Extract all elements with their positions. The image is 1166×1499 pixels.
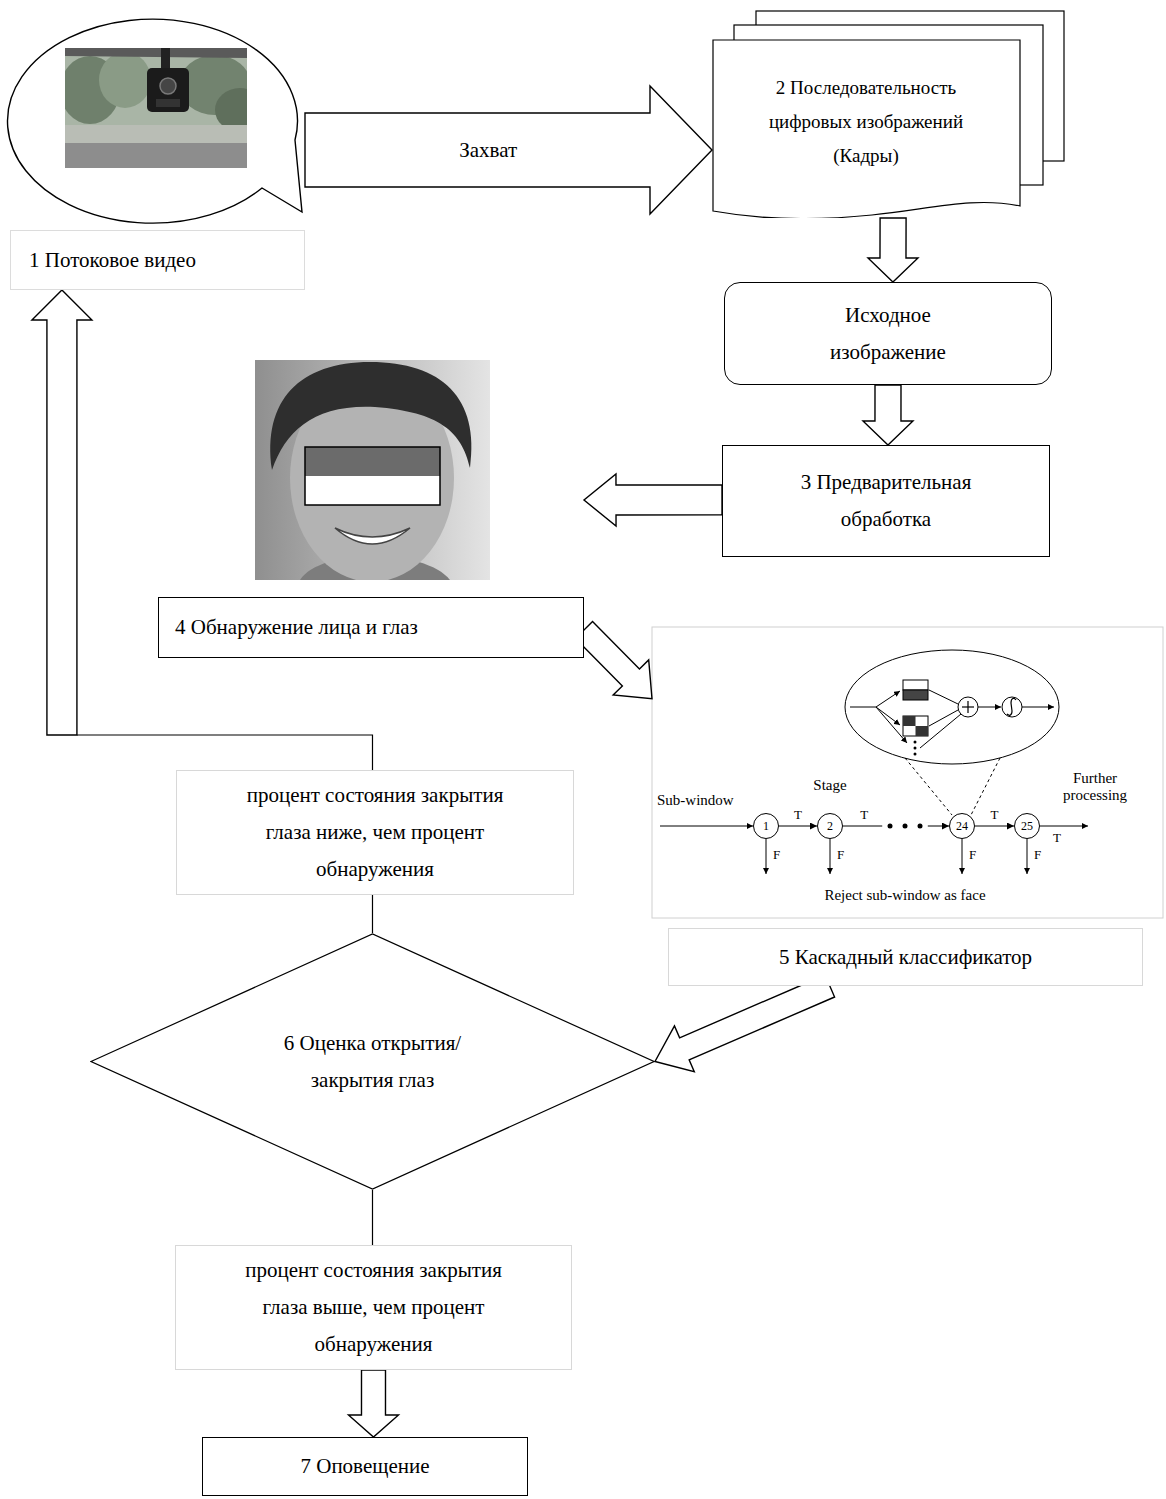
speech-bubble [8, 19, 302, 223]
stage-arrow [843, 826, 949, 827]
capture-arrow [305, 86, 712, 214]
connector-line [975, 826, 1014, 827]
output-label: Further processing [1048, 770, 1142, 805]
decision-diamond: 6 Оценка открытия/закрытия глаз [90, 933, 655, 1190]
process-box: 3 Предварительная обработка [722, 445, 1050, 557]
stage-label: Stage [803, 777, 857, 794]
source-image-box: Исходное изображение [724, 282, 1052, 385]
node-text: 4 Обнаружение лица и глаз [175, 609, 418, 646]
stage-arrow [975, 826, 1014, 827]
node-text: 6 Оценка открытия/закрытия глаз [273, 1025, 473, 1099]
block-arrow [348, 1370, 398, 1437]
edge-label: T [857, 808, 871, 821]
input-label: Sub-window [657, 792, 757, 809]
diamond-shape [91, 934, 654, 1189]
caption-box: 1 Потоковое видео [10, 230, 305, 290]
block-arrow [584, 474, 722, 526]
diamond-outline [90, 933, 655, 1190]
front-page [713, 40, 1020, 218]
connector-line [779, 826, 817, 827]
video-source: 1 Потоковое видео [10, 10, 305, 290]
connector-line [372, 895, 373, 933]
stage-number: 1 [763, 820, 769, 832]
branch-label: F [969, 848, 985, 863]
edge-label: Захват [456, 139, 520, 160]
block-arrow [305, 86, 712, 214]
stage-number: 2 [827, 820, 833, 832]
flow-arrow [863, 385, 913, 445]
caption-box: 5 Каскадный классификатор [668, 928, 1143, 986]
flow-line [372, 895, 373, 933]
edge-label: T [791, 808, 805, 821]
dashcam-photo [65, 48, 247, 168]
node-text: процент состояния закрытия глаза ниже, ч… [225, 777, 525, 888]
flow-arrow [868, 218, 918, 282]
stage-arrow [779, 826, 817, 827]
node-text: 5 Каскадный классификатор [779, 939, 1032, 976]
condition-box: процент состояния закрытия глаза выше, ч… [175, 1245, 572, 1370]
block-arrow [575, 622, 652, 699]
block-arrow [868, 218, 918, 282]
flow-arrow [655, 975, 835, 1072]
block-arrow [655, 975, 835, 1072]
flow-arrow [348, 1370, 398, 1437]
connector-line [372, 1190, 373, 1245]
reject-label: Reject sub-window as face [790, 887, 1020, 904]
block-arrow [32, 290, 92, 735]
stage-circle: 25 [1014, 813, 1040, 839]
alert-box: 7 Оповещение [202, 1437, 528, 1496]
edge-label: T [988, 808, 1002, 821]
connector-line [77, 735, 373, 770]
connector-line [843, 826, 949, 827]
block-arrow [863, 385, 913, 445]
loop-arrow [32, 290, 373, 770]
flow-arrow [584, 474, 722, 526]
stage-number: 24 [956, 820, 968, 832]
flow-line [372, 1190, 373, 1245]
node-text: 7 Оповещение [220, 1448, 510, 1485]
node-text: Исходное изображение [808, 297, 968, 371]
stage-circle: 2 [817, 813, 843, 839]
branch-label: F [773, 848, 789, 863]
condition-box: процент состояния закрытия глаза ниже, ч… [176, 770, 574, 895]
cascade-illustration [652, 627, 1163, 918]
node-text: 2 Последовательность цифровых изображени… [759, 71, 974, 173]
detection-step: 4 Обнаружение лица и глаз [158, 360, 584, 658]
caption-box: 4 Обнаружение лица и глаз [158, 597, 584, 658]
flow-arrow [575, 622, 652, 699]
face-photo [255, 360, 490, 580]
stage-circle: 1 [753, 813, 779, 839]
branch-label: F [1034, 848, 1050, 863]
branch-label: F [837, 848, 853, 863]
stage-circle: 24 [949, 813, 975, 839]
branch-label: T [1053, 831, 1069, 846]
node-text: 1 Потоковое видео [29, 242, 196, 279]
stage-number: 25 [1021, 820, 1033, 832]
node-text: процент состояния закрытия глаза выше, ч… [224, 1252, 524, 1363]
node-text: 3 Предварительная обработка [756, 464, 1016, 538]
frames-stack: 2 Последовательность цифровых изображени… [712, 10, 1065, 218]
